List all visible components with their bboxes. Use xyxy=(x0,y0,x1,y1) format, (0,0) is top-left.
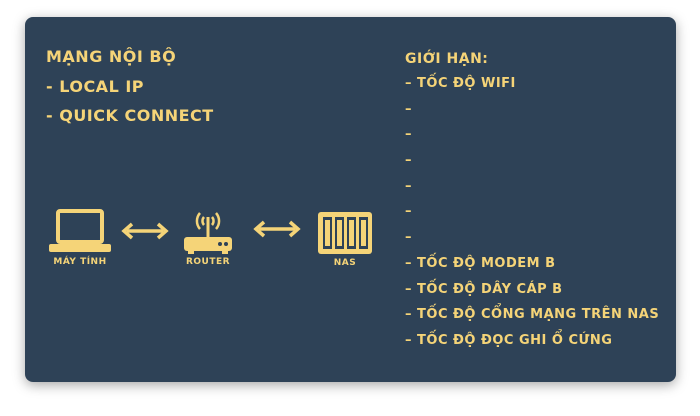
limit-item: – xyxy=(405,204,412,220)
limit-item: – Tốc độ dây cáp B xyxy=(405,281,563,297)
left-item-local-ip: - Local IP xyxy=(46,77,145,96)
limits-list: – Tốc độ wifi – – – – – – – Tốc độ modem… xyxy=(405,75,659,358)
limit-item: – xyxy=(405,178,412,194)
limit-item: – Tốc độ modem B xyxy=(405,255,556,271)
limit-item: – Tốc độ cổng mạng trên NAS xyxy=(405,307,660,323)
router-icon xyxy=(184,212,232,254)
limit-item: – Tốc độ đọc ghi ổ cứng xyxy=(405,332,613,348)
nas-icon xyxy=(318,212,372,254)
limit-item: – xyxy=(405,127,412,143)
limit-item: – xyxy=(405,101,412,117)
double-arrow-icon xyxy=(121,222,169,240)
left-item-quick-connect: - Quick connect xyxy=(46,106,214,125)
device-laptop: Máy tính xyxy=(40,209,120,267)
local-network-title: Mạng nội bộ xyxy=(46,47,177,66)
laptop-icon xyxy=(49,209,111,252)
limit-item: – Tốc độ wifi xyxy=(405,76,516,91)
device-label-router: Router xyxy=(185,257,231,267)
device-nas: NAS xyxy=(310,210,380,268)
double-arrow-icon xyxy=(253,220,301,238)
slide-card: Mạng nội bộ - Local IP - Quick connect M… xyxy=(25,17,676,382)
limit-item: – xyxy=(405,230,412,246)
device-label-nas: NAS xyxy=(333,258,357,268)
device-label-laptop: Máy tính xyxy=(53,257,107,267)
device-router: Router xyxy=(173,207,243,267)
limit-item: – xyxy=(405,153,412,169)
limits-title: Giới hạn: xyxy=(405,51,489,67)
